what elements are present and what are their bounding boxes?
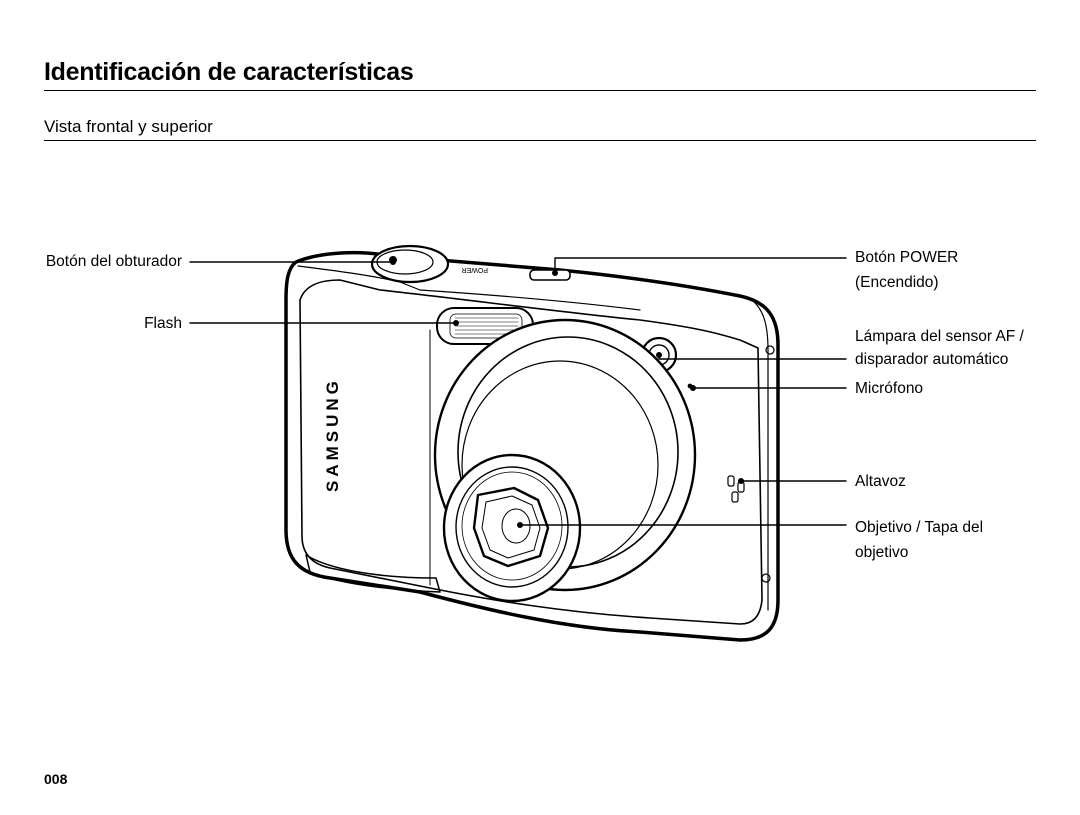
label-af-lamp-2: disparador automático <box>855 351 1009 368</box>
label-power-button-2: (Encendido) <box>855 274 939 291</box>
camera-body-outline <box>284 250 780 642</box>
title-divider <box>44 90 1036 91</box>
label-flash: Flash <box>144 315 182 332</box>
brand-logo: SAMSUNG <box>323 377 342 492</box>
callout-af-lamp <box>658 354 847 360</box>
section-title: Vista frontal y superior <box>44 117 213 136</box>
label-microphone: Micrófono <box>855 380 924 397</box>
shutter-button <box>370 244 450 284</box>
label-lens-1: Objetivo / Tapa del <box>855 519 984 536</box>
label-shutter-button: Botón del obturador <box>45 253 182 270</box>
section-divider <box>44 140 1036 141</box>
page-number: 008 <box>44 771 68 787</box>
lens-barrel-inner <box>442 453 582 603</box>
lens-cover <box>472 486 550 568</box>
label-af-lamp-1: Lámpara del sensor AF / <box>855 328 1024 345</box>
label-lens-2: objetivo <box>855 544 909 561</box>
power-button <box>529 269 571 281</box>
speaker-grille <box>727 475 735 487</box>
power-marking: POWER <box>462 266 488 273</box>
camera-front-panel <box>299 279 763 625</box>
callout-power <box>554 257 847 274</box>
label-speaker: Altavoz <box>855 473 906 490</box>
label-power-button-1: Botón POWER <box>855 249 959 266</box>
page-title: Identificación de características <box>44 58 414 86</box>
